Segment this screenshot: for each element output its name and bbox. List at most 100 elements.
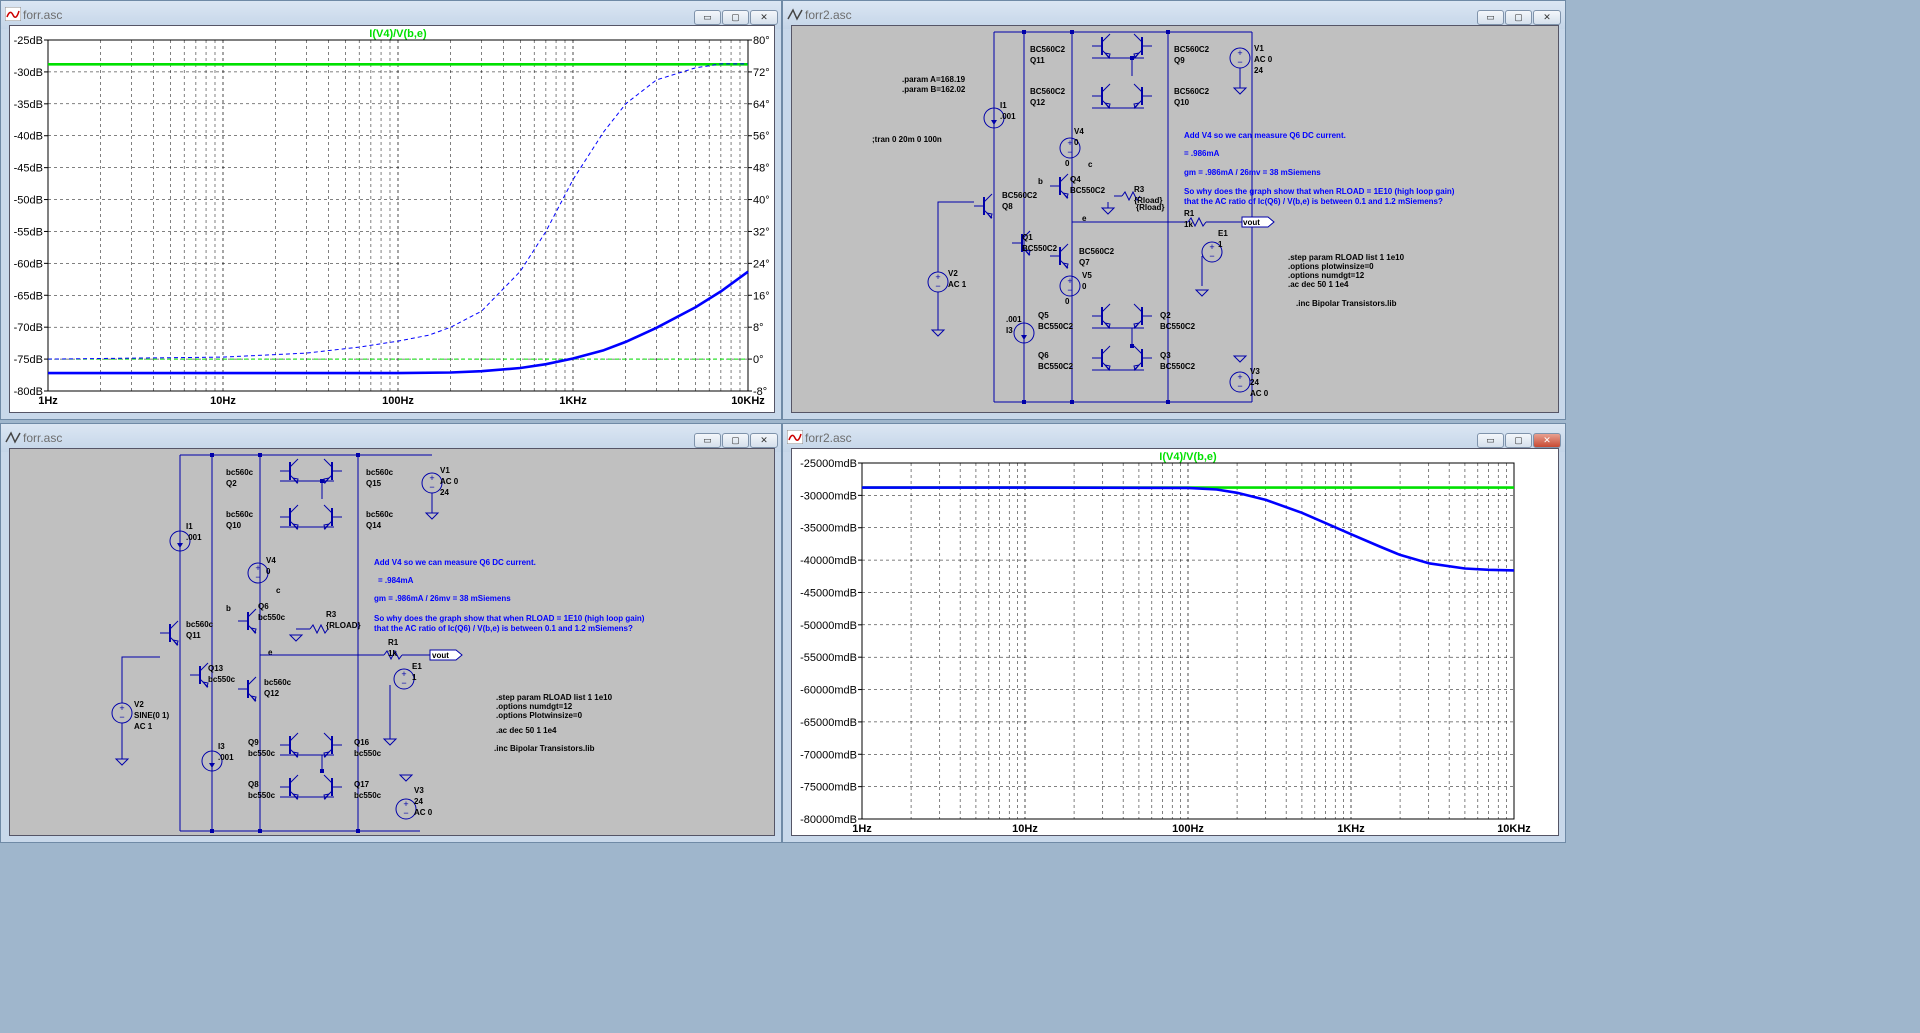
minus-sign: −: [429, 482, 434, 492]
voltage-source-v4[interactable]: [1059, 137, 1081, 159]
close-button[interactable]: ✕: [750, 433, 778, 448]
minimize-button[interactable]: ▭: [1477, 433, 1504, 448]
transistor-q1[interactable]: [1012, 230, 1031, 257]
transistor-q2[interactable]: [1133, 303, 1152, 330]
transistor-q2[interactable]: [280, 458, 299, 485]
schematic-canvas[interactable]: BC560C2Q11BC560C2Q9BC560C2Q12BC560C2Q10+…: [792, 26, 1560, 414]
ground-symbol: [398, 774, 414, 782]
close-button[interactable]: ✕: [750, 10, 778, 25]
part-label: 24: [414, 797, 423, 806]
voltage-source-v3[interactable]: [1229, 371, 1251, 393]
transistor-q8[interactable]: [974, 193, 993, 220]
y-tick-label: -35dB: [14, 99, 43, 111]
part-label: Q10: [1174, 98, 1190, 107]
transistor-q10[interactable]: [280, 504, 299, 531]
series-line-2[interactable]: [48, 270, 749, 375]
transistor-q11[interactable]: [160, 620, 179, 647]
title-bar[interactable]: forr.asc ▭ ▢ ✕: [1, 424, 781, 452]
transistor-q4[interactable]: [1050, 173, 1069, 200]
close-button[interactable]: ✕: [1533, 10, 1561, 25]
minimize-button[interactable]: ▭: [1477, 10, 1504, 25]
plot-window-forr2[interactable]: forr2.asc ▭ ▢ ✕ -25000mdB-30000mdB-35000…: [782, 423, 1566, 843]
part-label: BC560C2: [1030, 87, 1066, 96]
current-source-i3[interactable]: [201, 750, 223, 772]
y-right-tick-label: 16°: [753, 290, 770, 302]
current-source-i1[interactable]: [983, 107, 1005, 129]
part-label: BC560C2: [1079, 247, 1115, 256]
part-label: V2: [948, 269, 958, 278]
plot-pane[interactable]: -25dB-30dB-35dB-40dB-45dB-50dB-55dB-60dB…: [9, 25, 775, 413]
schematic-canvas[interactable]: bc560cQ2bc560cQ15bc560cQ10bc560cQ14+−V1A…: [10, 449, 776, 837]
maximize-button[interactable]: ▢: [1505, 10, 1532, 25]
transistor-q6[interactable]: [1092, 345, 1111, 372]
plot-pane[interactable]: -25000mdB-30000mdB-35000mdB-40000mdB-450…: [791, 448, 1559, 836]
x-tick-label: 10Hz: [210, 395, 236, 407]
title-bar[interactable]: forr2.asc ▭ ▢ ✕: [783, 424, 1565, 452]
transistor-q13[interactable]: [190, 662, 209, 689]
minus-sign: −: [1067, 147, 1072, 157]
title-bar[interactable]: forr.asc ▭ ▢ ✕: [1, 1, 781, 29]
y-right-tick-label: -8°: [753, 386, 767, 398]
bode-plot-1[interactable]: -25dB-30dB-35dB-40dB-45dB-50dB-55dB-60dB…: [10, 26, 776, 414]
part-label: V3: [1250, 367, 1260, 376]
transistor-q11[interactable]: [1092, 33, 1111, 60]
voltage-source-v5[interactable]: [1059, 275, 1081, 297]
transistor-q3[interactable]: [1133, 345, 1152, 372]
maximize-button[interactable]: ▢: [722, 433, 749, 448]
net-label: b: [1038, 177, 1043, 186]
spice-directive: .step param RLOAD list 1 1e10: [1288, 253, 1405, 262]
transistor-q6[interactable]: [238, 608, 257, 635]
maximize-button[interactable]: ▢: [722, 10, 749, 25]
part-label: Q11: [186, 631, 201, 640]
resistor-r1[interactable]: [383, 649, 403, 661]
resistor-r3[interactable]: [1121, 190, 1141, 202]
part-label: 0: [1065, 297, 1070, 306]
transistor-q15[interactable]: [323, 458, 342, 485]
y-tick-label: -30dB: [14, 67, 43, 79]
y-right-tick-label: 80°: [753, 35, 770, 47]
voltage-source-v3[interactable]: [395, 798, 417, 820]
transistor-q9[interactable]: [1133, 33, 1152, 60]
part-label: Q1: [1022, 233, 1033, 242]
bode-plot-2[interactable]: -25000mdB-30000mdB-35000mdB-40000mdB-450…: [792, 449, 1560, 837]
part-label: bc550c: [248, 749, 276, 758]
series-line-1[interactable]: [862, 486, 1515, 572]
transistor-q12[interactable]: [238, 676, 257, 703]
y-right-tick-label: 24°: [753, 258, 770, 270]
transistor-q12[interactable]: [1092, 83, 1111, 110]
transistor-q16[interactable]: [323, 732, 342, 759]
minimize-button[interactable]: ▭: [694, 10, 721, 25]
resistor-r3[interactable]: [309, 623, 329, 635]
x-tick-label: 1KHz: [1337, 823, 1365, 835]
voltage-source-e1[interactable]: [1201, 241, 1223, 263]
voltage-source-v4[interactable]: [247, 562, 269, 584]
junction-dot: [356, 829, 360, 833]
y-right-tick-label: 8°: [753, 322, 764, 334]
title-bar[interactable]: forr2.asc ▭ ▢ ✕: [783, 1, 1565, 29]
spice-directive: ;tran 0 20m 0 100n: [872, 135, 942, 144]
plot-window-forr[interactable]: forr.asc ▭ ▢ ✕ -25dB-30dB-35dB-40dB-45dB…: [0, 0, 782, 420]
resistor-r1[interactable]: [1187, 216, 1207, 228]
transistor-q5[interactable]: [1092, 303, 1111, 330]
part-label: BC560C2: [1030, 45, 1066, 54]
maximize-button[interactable]: ▢: [1505, 433, 1532, 448]
transistor-q7[interactable]: [1050, 243, 1069, 270]
transistor-q8[interactable]: [280, 774, 299, 801]
part-label: I3: [218, 742, 225, 751]
minimize-button[interactable]: ▭: [694, 433, 721, 448]
current-source-i1[interactable]: [169, 530, 191, 552]
close-button[interactable]: ✕: [1533, 433, 1561, 448]
transistor-q17[interactable]: [323, 774, 342, 801]
transistor-q10[interactable]: [1133, 83, 1152, 110]
plus-sign: +: [429, 473, 434, 483]
transistor-q14[interactable]: [323, 504, 342, 531]
y-tick-label: -65dB: [14, 290, 43, 302]
current-source-i3[interactable]: [1013, 322, 1035, 344]
voltage-source-e1[interactable]: [393, 668, 415, 690]
transistor-q9[interactable]: [280, 732, 299, 759]
part-label: BC560C2: [1174, 45, 1210, 54]
